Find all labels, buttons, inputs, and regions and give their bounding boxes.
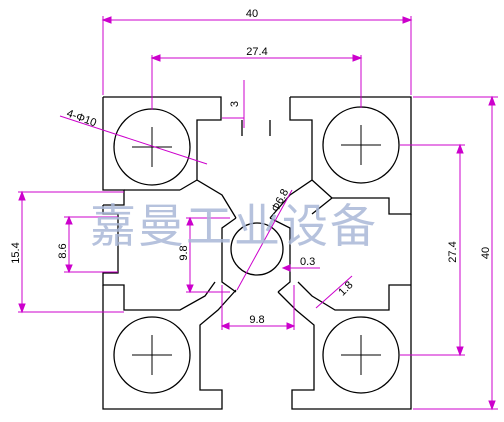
profile-outline [102, 96, 412, 410]
dim-wall-gap: 0.3 [300, 256, 315, 268]
dim-overall-width: 40 [246, 8, 258, 20]
watermark-text: 嘉曼工业设备 [90, 199, 378, 253]
dim-slot-width-bottom: 9.8 [249, 314, 264, 326]
dim-slot-opening: 3 [229, 101, 241, 107]
dimension-lines [18, 16, 498, 411]
dim-overall-height: 40 [480, 247, 492, 259]
hole-crosshairs [132, 125, 381, 375]
dim-slot-inner: 8.6 [57, 243, 69, 258]
dim-hole-spacing-horizontal: 27.4 [246, 46, 267, 58]
dim-slot-depth: 15.4 [10, 242, 22, 263]
dim-slot-height-left: 9.8 [178, 245, 190, 260]
dim-hole-spacing-vertical: 27.4 [447, 241, 459, 262]
dim-corner-holes: 4-Φ10 [65, 108, 98, 130]
dim-web-thickness: 1.8 [336, 279, 355, 298]
